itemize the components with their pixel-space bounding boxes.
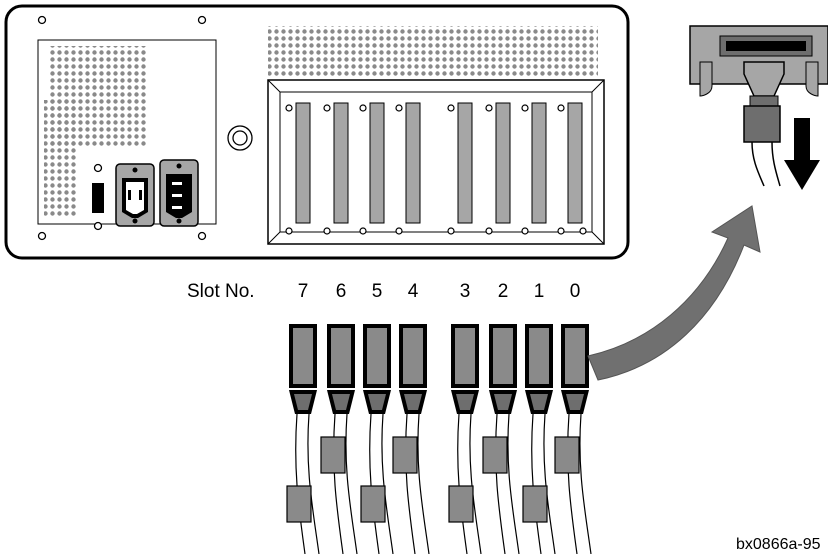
power-inlet-icon <box>159 159 199 227</box>
screw <box>93 221 103 231</box>
pull-down-arrow-icon <box>784 118 820 190</box>
expansion-slot <box>521 102 547 235</box>
chassis-back-panel <box>4 4 630 260</box>
cable-connector <box>482 324 520 554</box>
top-vent-grid <box>268 26 598 76</box>
slot-number-label: Slot No. <box>187 281 255 302</box>
screw <box>37 15 47 25</box>
cable-connector <box>448 324 482 554</box>
screw <box>37 231 47 241</box>
slot-number: 3 <box>460 281 471 302</box>
expansion-slot <box>285 102 311 235</box>
slot-number: 2 <box>498 281 509 302</box>
psu-vent-strip <box>44 100 78 216</box>
slot-number: 1 <box>534 281 545 302</box>
slot-number-row: Slot No. 7 6 5 4 3 2 1 0 <box>187 281 580 302</box>
slot-number: 6 <box>336 281 347 302</box>
cable-connector <box>360 324 394 554</box>
expansion-slot <box>447 102 473 235</box>
expansion-slot <box>359 102 385 235</box>
cable-connector <box>392 324 430 554</box>
knob-icon <box>227 125 253 151</box>
slot-number: 0 <box>570 281 581 302</box>
power-inlet-icon <box>115 163 155 227</box>
cable-connector <box>320 324 358 554</box>
connector-detail <box>689 25 828 190</box>
power-switch-icon <box>92 183 104 213</box>
cable-connector <box>522 324 556 554</box>
power-supply-section <box>37 15 217 241</box>
expansion-slot <box>323 102 349 235</box>
expansion-slot <box>485 102 511 235</box>
expansion-slot <box>395 102 421 235</box>
cable-connector <box>554 324 592 554</box>
expansion-slot <box>557 102 583 235</box>
slot-number: 7 <box>298 281 309 302</box>
screw <box>93 163 103 173</box>
screw <box>197 15 207 25</box>
slot-number: 4 <box>408 281 419 302</box>
expansion-slot-bay <box>267 79 605 245</box>
zoom-arrow-icon <box>587 205 761 381</box>
figure-id: bx0866a-95 <box>736 536 821 553</box>
cable-connectors <box>286 324 592 554</box>
screw <box>197 231 207 241</box>
cable-connector <box>286 324 320 554</box>
slot-number: 5 <box>372 281 383 302</box>
